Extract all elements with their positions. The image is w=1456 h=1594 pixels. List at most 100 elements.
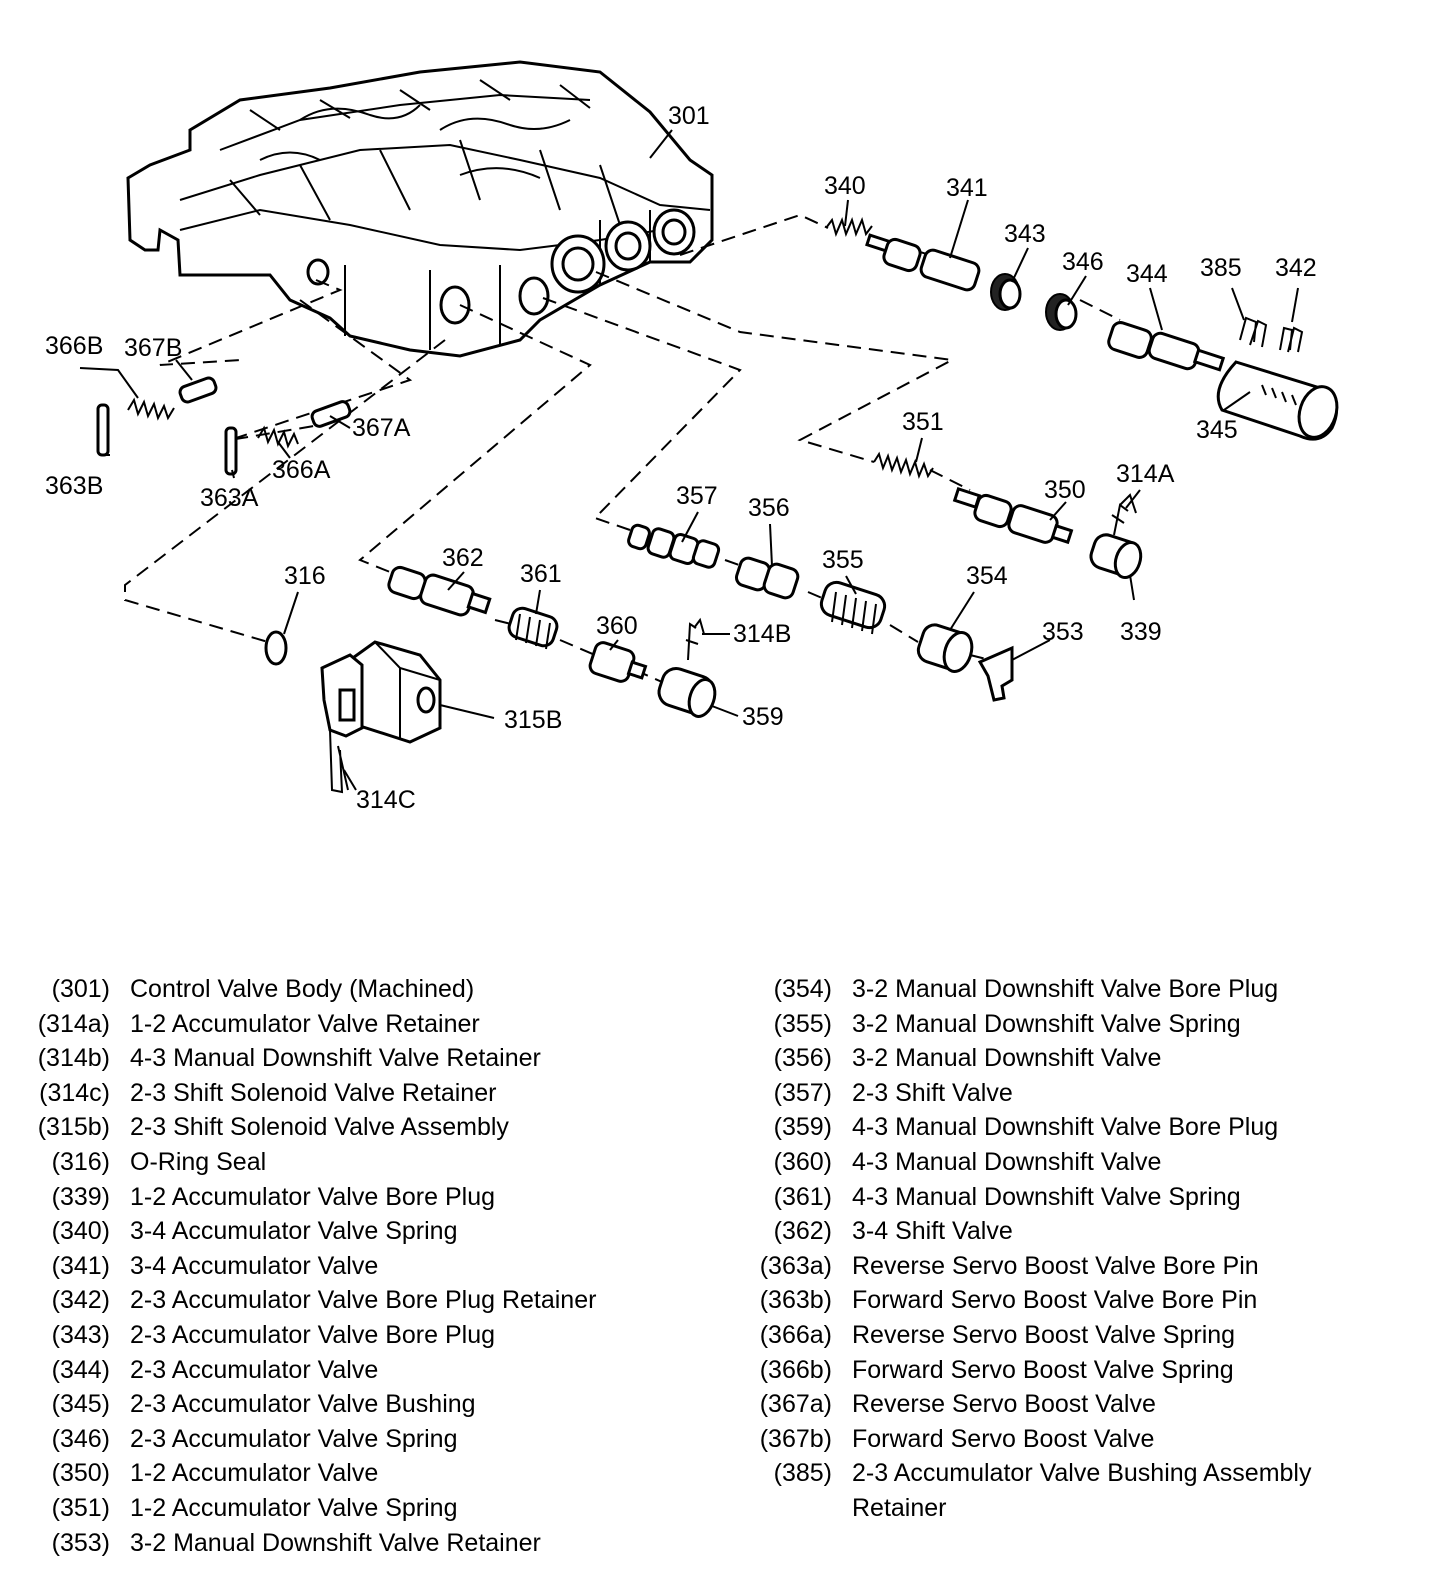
retainer-353 [977,645,1014,702]
legend-code: (339) [51,1182,110,1211]
valve-360 [588,641,648,683]
legend-code: (340) [51,1217,110,1246]
legend-desc: Reverse Servo Boost Valve Bore Pin [852,1251,1259,1280]
diagram-canvas: 301 340 341 343 346 344 385 342 345 366B… [45,60,1339,814]
legend-desc: 2-3 Shift Valve [852,1078,1013,1107]
callout-301: 301 [668,102,710,130]
legend-desc: Forward Servo Boost Valve Bore Pin [852,1286,1258,1315]
legend-desc: 3-4 Accumulator Valve [130,1251,379,1280]
callout-361: 361 [520,560,562,588]
spring-366b [127,397,175,421]
retainer-342 [1279,326,1304,353]
accumulator-12-train [873,451,1143,580]
valve-344 [1107,321,1226,372]
legend-desc: 1-2 Accumulator Valve [130,1459,379,1488]
legend-code: (314c) [39,1078,110,1107]
shift-34-train [387,565,717,718]
leader-lines [79,129,1299,791]
legend-item: (385) 2-3 Accumulator Valve Bushing Assem… [740,1456,1440,1525]
legend-item: (366a)Reverse Servo Boost Valve Spring [740,1318,1440,1353]
callout-359: 359 [742,703,784,731]
legend-desc: 2-3 Accumulator Valve [130,1355,379,1384]
legend-code: (345) [51,1390,110,1419]
plug-359 [657,667,717,718]
pin-363a [224,426,238,476]
legend-desc: 1-2 Accumulator Valve Retainer [130,1009,480,1038]
legend-item: (357) 2-3 Shift Valve [740,1076,1440,1111]
legend-desc: O-Ring Seal [130,1147,267,1176]
callout-362: 362 [442,544,484,572]
legend-item: (314b)4-3 Manual Downshift Valve Retaine… [18,1041,718,1076]
legend-item: (344)2-3 Accumulator Valve [18,1353,718,1388]
plug-354 [916,623,974,673]
legend-item: (351)1-2 Accumulator Valve Spring [18,1491,718,1526]
callout-363a: 363A [200,484,259,512]
callout-366a: 366A [272,456,331,484]
legend-right-column: (354) 3-2 Manual Downshift Valve Bore Plu… [740,972,1440,1526]
callout-344: 344 [1126,260,1168,288]
callout-315b: 315B [504,706,562,734]
legend-code: (355) [773,1009,832,1038]
legend-desc: 2-3 Accumulator Valve Bushing [130,1390,476,1419]
spring-346 [1045,293,1078,331]
legend-item: (315b)2-3 Shift Solenoid Valve Assembly [18,1110,718,1145]
legend-code: (385) [773,1459,832,1488]
legend-item: (350) 1-2 Accumulator Valve [18,1456,718,1491]
callout-354: 354 [966,562,1008,590]
valve-357 [627,523,721,569]
spring-366a [257,425,299,449]
valve-350 [952,487,1074,545]
valve-367b [178,376,218,404]
legend-desc: 4-3 Manual Downshift Valve Spring [852,1182,1241,1211]
retainer-385 [1239,316,1268,348]
legend-item: (361) 4-3 Manual Downshift Valve Spring [740,1180,1440,1215]
legend-item: (360)4-3 Manual Downshift Valve [740,1145,1440,1180]
legend-code: (366b) [759,1355,832,1384]
legend-desc: 2-3 Shift Solenoid Valve Retainer [130,1078,497,1107]
legend-desc: 2-3 Accumulator Valve Bushing Assembly R… [852,1459,1312,1522]
legend-code: (351) [51,1493,110,1522]
legend-desc: 3-4 Shift Valve [852,1217,1013,1246]
legend-desc: Reverse Servo Boost Valve Spring [852,1320,1236,1349]
legend-desc: 3-2 Manual Downshift Valve [852,1044,1162,1073]
callout-labels: 301 340 341 343 346 344 385 342 345 366B… [45,102,1317,814]
legend-item: (354) 3-2 Manual Downshift Valve Bore Plu… [740,972,1440,1007]
callout-316: 316 [284,562,326,590]
callout-314b: 314B [733,620,791,648]
legend-code: (316) [51,1147,110,1176]
legend-desc: 2-3 Accumulator Valve Bore Plug [130,1320,496,1349]
legend-desc: 3-2 Manual Downshift Valve Bore Plug [852,975,1279,1003]
legend-item: (363b) Forward Servo Boost Valve Bore Pin [740,1283,1440,1318]
legend-code: (367b) [759,1424,832,1453]
legend-code: (353) [51,1528,110,1557]
legend-item: (301)Control Valve Body (Machined) [18,972,718,1007]
solenoid-315b [320,640,442,744]
legend-code: (354) [773,975,832,1003]
callout-360: 360 [596,612,638,640]
callout-351: 351 [902,408,944,436]
callout-367a: 367A [352,414,411,442]
legend-desc: 2-3 Accumulator Valve Spring [130,1424,458,1453]
valve-362 [387,565,492,617]
legend-code: (363b) [759,1286,832,1315]
legend-item: (314c) 2-3 Shift Solenoid Valve Retainer [18,1076,718,1111]
legend-code: (360) [773,1147,832,1176]
solenoid-assembly [264,630,442,794]
legend-item: (362)3-4 Shift Valve [740,1214,1440,1249]
legend-code: (363a) [759,1251,832,1280]
callout-366b: 366B [45,332,103,360]
legend-item: (316) O-Ring Seal [18,1145,718,1180]
shift-23-train [627,523,1014,702]
legend-code: (359) [773,1113,832,1142]
control-valve-body [126,60,714,358]
plug-339 [1089,533,1143,580]
legend-code: (314b) [37,1044,110,1073]
legend-code: (350) [51,1459,110,1488]
legend-item: (366b)Forward Servo Boost Valve Spring [740,1353,1440,1388]
legend-code: (361) [773,1182,832,1211]
retainer-314a [1111,493,1137,536]
callout-367b: 367B [124,334,182,362]
legend-code: (357) [773,1078,832,1107]
spring-351 [873,451,934,480]
legend-desc: Forward Servo Boost Valve [852,1424,1155,1453]
